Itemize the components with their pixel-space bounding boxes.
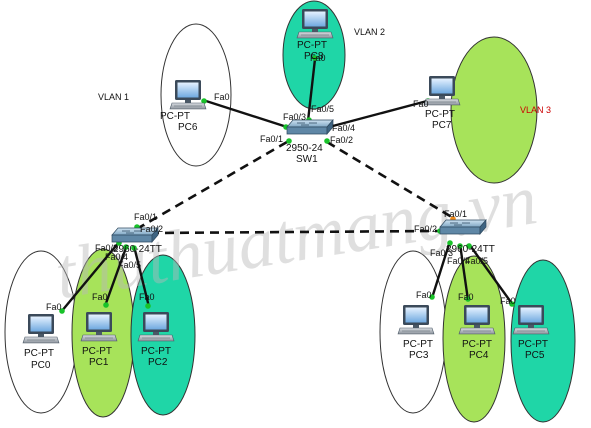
sw1-model-label: 2950-24	[286, 143, 323, 154]
port-label: Fa0/2	[330, 135, 353, 145]
port-label: Fa0	[46, 302, 62, 312]
switch-icon	[286, 119, 334, 135]
link-swleft-pc2	[132, 245, 151, 308]
pc3-name-label: PC3	[409, 350, 429, 361]
pc7-node[interactable]: PC-PT PC7	[423, 75, 461, 131]
pc3-node[interactable]: PC-PT PC3	[397, 304, 435, 361]
link-swleft-pc0	[60, 240, 121, 313]
port-label: Fa0/2	[140, 224, 163, 234]
pc3-type-label: PC-PT	[403, 339, 433, 350]
link-swleft-pc1	[103, 244, 129, 307]
pc-icon	[296, 8, 334, 39]
vlan2-label: VLAN 2	[354, 27, 385, 37]
pc4-name-label: PC4	[469, 350, 489, 361]
pc-icon	[512, 304, 550, 335]
pc-icon	[397, 304, 435, 335]
port-label: Fa0/3	[283, 112, 306, 122]
pc5-name-label: PC5	[525, 350, 545, 361]
pc5-node[interactable]: PC-PT PC5	[512, 304, 550, 361]
pc7-name-label: PC7	[432, 120, 452, 131]
port-label: Fa0/5	[118, 260, 141, 270]
pc5-type-label: PC-PT	[518, 339, 548, 350]
vlan2-area-pc8	[282, 0, 346, 110]
sw-right-switch[interactable]: 2960-24TT	[439, 219, 495, 255]
port-label: Fa0/3	[95, 243, 118, 253]
pc1-node[interactable]: PC-PT PC1	[80, 311, 118, 368]
vlan2-area-pc5	[510, 259, 576, 423]
link-swright-pc3	[430, 240, 452, 299]
sw1-switch[interactable]: 2950-24 SW1	[286, 119, 334, 165]
sw1-name-label: SW1	[296, 154, 318, 165]
vlan1-label: VLAN 1	[98, 92, 129, 102]
sw-right-model-label: 2960-24TT	[446, 244, 495, 255]
sw-left-model-label: 2960-24TT	[113, 244, 162, 255]
pc-icon	[137, 311, 175, 342]
pc-icon	[80, 311, 118, 342]
sw-left-switch[interactable]: 2960-24TT	[111, 227, 162, 255]
link-sw1-pc8	[306, 58, 317, 122]
port-label: Fa0	[310, 53, 326, 63]
port-label: Fa0/1	[134, 212, 157, 222]
link-swright-pc4	[458, 243, 470, 301]
port-label: Fa0/5	[311, 104, 334, 114]
port-label: Fa0	[500, 296, 516, 306]
port-labels: Fa0 Fa0/3 Fa0 Fa0/5 Fa0 Fa0/4 Fa0/1 Fa0/…	[46, 53, 516, 312]
port-label: Fa0	[458, 292, 474, 302]
pc4-type-label: PC-PT	[462, 339, 492, 350]
link-sw1-pc7	[328, 99, 428, 129]
vlan3-label: VLAN 3	[520, 105, 551, 115]
port-label: Fa0	[139, 292, 155, 302]
pc1-name-label: PC1	[89, 357, 109, 368]
port-label: Fa0/1	[444, 209, 467, 219]
port-label: Fa0/2	[414, 224, 437, 234]
port-label: Fa0/4	[105, 252, 128, 262]
vlan3-area-pc7	[450, 36, 538, 184]
vlan3-area-pc4	[442, 255, 506, 423]
pc4-node[interactable]: PC-PT PC4	[458, 304, 496, 361]
pc0-name-label: PC0	[31, 360, 51, 371]
link-sw1-pc6	[205, 99, 288, 129]
pc0-type-label: PC-PT	[24, 348, 54, 359]
pc8-name-label: PC8	[304, 51, 324, 62]
pc7-type-label: PC-PT	[425, 109, 455, 120]
port-label: Fa0	[92, 292, 108, 302]
pc-icon	[458, 304, 496, 335]
port-label: Fa0/1	[260, 134, 283, 144]
port-label: Fa0/5	[465, 256, 488, 266]
port-label: Fa0	[413, 99, 429, 109]
pc6-node[interactable]: PC-PT PC6	[160, 79, 207, 133]
pc2-type-label: PC-PT	[141, 346, 171, 357]
port-label: Fa0	[416, 290, 432, 300]
switch-icon	[439, 219, 487, 235]
port-label: Fa0/3	[430, 248, 453, 258]
pc0-node[interactable]: PC-PT PC0	[22, 313, 60, 371]
link-swright-pc5	[468, 243, 514, 306]
pc8-type-label: PC-PT	[297, 40, 327, 51]
pc-icon	[169, 79, 207, 110]
pc6-type-label: PC-PT	[160, 111, 190, 122]
pc2-name-label: PC2	[148, 357, 168, 368]
pc-icon	[423, 75, 461, 106]
port-label: Fa0	[214, 92, 230, 102]
port-label: Fa0/4	[332, 123, 355, 133]
pc8-node[interactable]: PC-PT PC8	[296, 8, 334, 62]
trunk-sw1-swright	[326, 140, 456, 221]
pc-icon	[22, 313, 60, 344]
pc6-name-label: PC6	[178, 122, 198, 133]
port-label: Fa0/4	[447, 256, 470, 266]
trunk-swleft-swright	[149, 229, 439, 235]
pc2-node[interactable]: PC-PT PC2	[137, 311, 175, 368]
pc1-type-label: PC-PT	[82, 346, 112, 357]
